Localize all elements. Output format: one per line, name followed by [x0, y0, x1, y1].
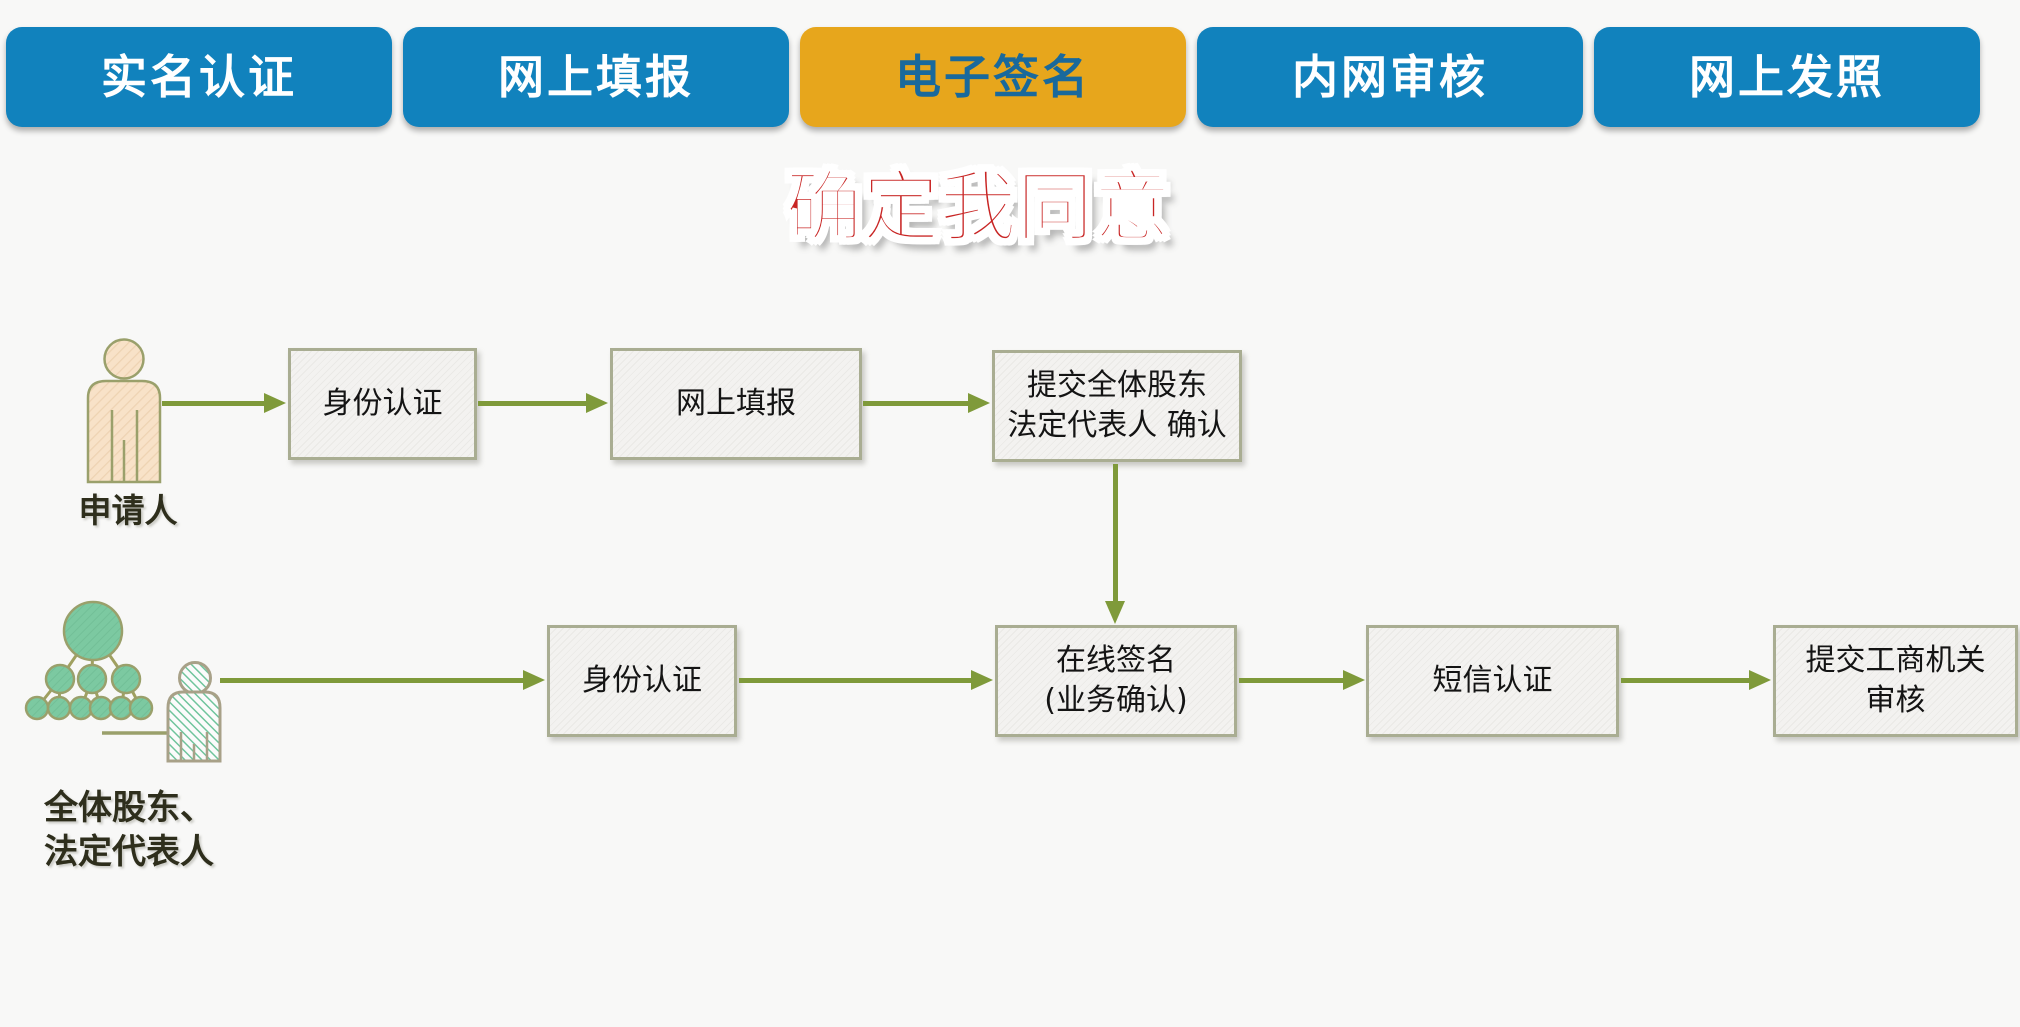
- legal-representative-person-icon: [166, 661, 222, 763]
- arrow-applicant-to-idauth: [162, 393, 286, 413]
- flow-box-text: 网上填报: [676, 386, 796, 421]
- flow-box-identity-auth-2: 身份认证: [547, 625, 737, 737]
- flow-box-text-line1: 在线签名: [1056, 643, 1176, 678]
- tab-intranet-review[interactable]: 内网审核: [1197, 27, 1583, 127]
- flow-box-text: 身份认证: [582, 663, 702, 698]
- arrow-shareholders-to-idauth: [220, 670, 545, 690]
- arrow-filing-to-submit: [863, 393, 990, 413]
- flow-box-text-line1: 提交全体股东: [1027, 368, 1207, 403]
- shareholders-group-icon: [24, 600, 222, 763]
- arrow-idauth-to-filing: [478, 393, 608, 413]
- shareholders-label-line2: 法定代表人: [44, 832, 214, 872]
- shareholders-label: 全体股东、 法定代表人: [44, 786, 214, 874]
- flow-box-text-line1: 提交工商机关: [1805, 643, 1986, 678]
- flow-box-submit-confirmation: 提交全体股东 法定代表人 确认: [992, 350, 1242, 462]
- applicant-person-icon: [86, 338, 162, 484]
- flow-box-submit-review: 提交工商机关 审核: [1773, 625, 2018, 737]
- flow-box-text-line2: (业务确认): [1044, 683, 1188, 718]
- tab-online-filing[interactable]: 网上填报: [403, 27, 789, 127]
- tab-online-license[interactable]: 网上发照: [1594, 27, 1980, 127]
- flow-box-identity-auth-1: 身份认证: [288, 348, 477, 460]
- flow-box-online-filing: 网上填报: [610, 348, 862, 460]
- shareholders-label-line1: 全体股东、: [44, 788, 214, 828]
- arrow-sms-to-review: [1621, 670, 1771, 690]
- tab-esignature[interactable]: 电子签名: [800, 27, 1186, 127]
- arrow-onlinesign-to-sms: [1239, 670, 1365, 690]
- flow-box-text: 短信认证: [1432, 663, 1553, 698]
- arrow-idauth-to-onlinesign: [739, 670, 993, 690]
- flow-box-online-signature: 在线签名 (业务确认): [995, 625, 1237, 737]
- arrow-submit-to-onlinesign: [1105, 464, 1125, 624]
- page-title: 确定我同意: [785, 163, 1172, 254]
- flow-box-text-line2: 法定代表人 确认: [1007, 408, 1227, 443]
- applicant-label: 申请人: [78, 491, 178, 530]
- flow-box-text: 身份认证: [322, 386, 443, 421]
- tab-realname-auth[interactable]: 实名认证: [6, 27, 392, 127]
- flow-box-text-line2: 审核: [1865, 683, 1926, 718]
- flow-box-sms-auth: 短信认证: [1366, 625, 1619, 737]
- process-step-tabs: 实名认证 网上填报 电子签名 内网审核 网上发照: [6, 27, 1980, 127]
